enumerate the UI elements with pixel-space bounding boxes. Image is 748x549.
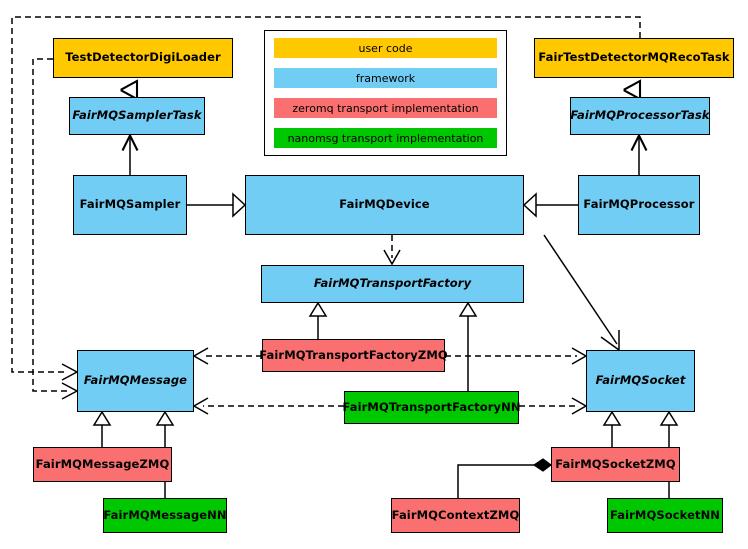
edge-tfnn-transportfactory — [458, 301, 478, 391]
edge-device-transportfactory — [383, 235, 401, 266]
edge-tfzmq-message — [192, 347, 262, 365]
edge-tfzmq-socket — [445, 347, 588, 365]
class-node-fairtestdetectormqrecotask[interactable]: FairTestDetectorMQRecoTask — [534, 38, 734, 78]
class-node-fairmqdevice[interactable]: FairMQDevice — [245, 175, 524, 235]
class-node-fairmqprocessor[interactable]: FairMQProcessor — [578, 175, 700, 235]
legend: user code framework zeromq transport imp… — [264, 30, 507, 156]
class-node-fairmqcontextzmq[interactable]: FairMQContextZMQ — [391, 498, 520, 533]
legend-item-nanomsg: nanomsg transport implementation — [274, 128, 497, 148]
class-node-fairmqprocessortask[interactable]: FairMQProcessorTask — [570, 97, 710, 135]
class-node-fairmqmessagezmq[interactable]: FairMQMessageZMQ — [33, 447, 172, 482]
edge-tfnn-socket — [519, 397, 588, 415]
edge-socketzmq-socket — [602, 410, 622, 447]
class-node-fairmqsocketzmq[interactable]: FairMQSocketZMQ — [551, 447, 680, 482]
legend-item-zeromq: zeromq transport implementation — [274, 98, 497, 118]
edge-messagezmq-message — [92, 410, 112, 447]
edge-sampler-device — [187, 192, 247, 218]
class-node-fairmqtransportfactory[interactable]: FairMQTransportFactory — [261, 265, 524, 303]
class-node-testdetectordigiloader[interactable]: TestDetectorDigiLoader — [53, 38, 233, 78]
class-node-fairmqtransportfactorynn[interactable]: FairMQTransportFactoryNN — [342, 391, 520, 424]
class-node-fairmqmessage[interactable]: FairMQMessage — [77, 350, 194, 412]
edge-processor-device — [522, 192, 578, 218]
legend-item-framework: framework — [274, 68, 497, 88]
class-node-fairmqsampler[interactable]: FairMQSampler — [73, 175, 187, 235]
legend-item-user-code: user code — [274, 38, 497, 58]
edge-socketzmq-contextzmq — [457, 458, 552, 498]
class-node-fairmqsocketnn[interactable]: FairMQSocketNN — [607, 498, 723, 533]
edge-tfnn-message — [192, 397, 344, 415]
edge-tfzmq-transportfactory — [308, 301, 328, 339]
class-node-fairmqsocket[interactable]: FairMQSocket — [586, 350, 695, 412]
edge-device-socket — [543, 234, 620, 352]
class-node-fairmqtransportfactoryzmq[interactable]: FairMQTransportFactoryZMQ — [259, 339, 448, 372]
class-node-fairmqsamplertask[interactable]: FairMQSamplerTask — [69, 97, 205, 135]
class-node-fairmqmessagenn[interactable]: FairMQMessageNN — [103, 498, 227, 533]
